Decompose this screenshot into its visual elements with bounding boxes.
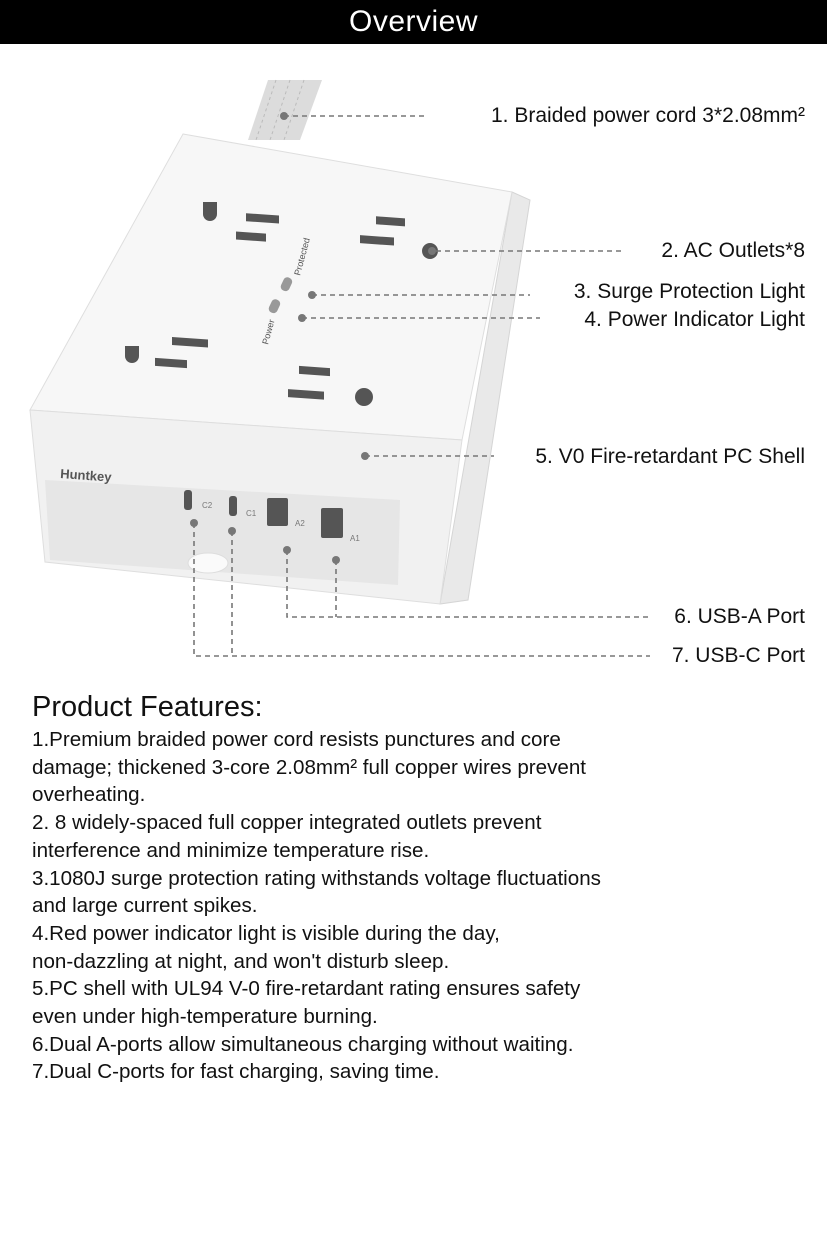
callout-pc-shell: 5. V0 Fire-retardant PC Shell — [535, 445, 805, 468]
feature-line: 5.PC shell with UL94 V-0 fire-retardant … — [32, 977, 581, 1001]
header-title: Overview — [348, 5, 479, 38]
power-strip-body: Protected Power Huntkey C2 C1 A2 A1 — [29, 133, 531, 605]
product-features: Product Features: 1.Premium braided powe… — [32, 690, 812, 1086]
surge-protection-led — [280, 277, 293, 292]
feature-line: damage; thickened 3-core 2.08mm² full co… — [32, 755, 587, 779]
overview-header: Overview — [0, 0, 827, 44]
port-label-c2: C2 — [202, 501, 213, 510]
feature-line: 2. 8 widely-spaced full copper integrate… — [32, 811, 542, 835]
callout-ac-outlets: 2. AC Outlets*8 — [661, 239, 805, 262]
feature-line: even under high-temperature burning. — [32, 1005, 378, 1029]
leader-dots — [190, 112, 436, 564]
feature-line: interference and minimize temperature ri… — [32, 838, 430, 862]
feature-line: 3.1080J surge protection rating withstan… — [32, 866, 601, 890]
feature-line: 4.Red power indicator light is visible d… — [32, 921, 500, 945]
braided-cord — [248, 79, 322, 141]
port-label-a2: A2 — [295, 519, 305, 528]
port-label-a1: A1 — [350, 534, 360, 543]
feature-line: overheating. — [32, 783, 146, 807]
brand-logo: Huntkey — [60, 466, 113, 485]
power-indicator-led — [268, 299, 281, 314]
port-label-c1: C1 — [246, 509, 257, 518]
feature-line: and large current spikes. — [32, 894, 258, 918]
callout-power-light: 4. Power Indicator Light — [584, 308, 805, 331]
feature-line: 1.Premium braided power cord resists pun… — [32, 728, 561, 751]
callout-surge-light: 3. Surge Protection Light — [573, 280, 805, 303]
callout-usb-a: 6. USB-A Port — [674, 605, 805, 628]
callout-usb-c: 7. USB-C Port — [671, 644, 805, 667]
power-strip-diagram: Protected Power Huntkey C2 C1 A2 A1 — [29, 79, 650, 657]
callout-braided-cord: 1. Braided power cord 3*2.08mm² — [491, 104, 805, 127]
leader-lines — [193, 115, 650, 657]
features-title: Product Features: — [32, 691, 263, 723]
feature-line: 7.Dual C-ports for fast charging, saving… — [32, 1060, 440, 1084]
feature-line: non-dazzling at night, and won't disturb… — [32, 949, 450, 973]
feature-line: 6.Dual A-ports allow simultaneous chargi… — [32, 1032, 574, 1056]
